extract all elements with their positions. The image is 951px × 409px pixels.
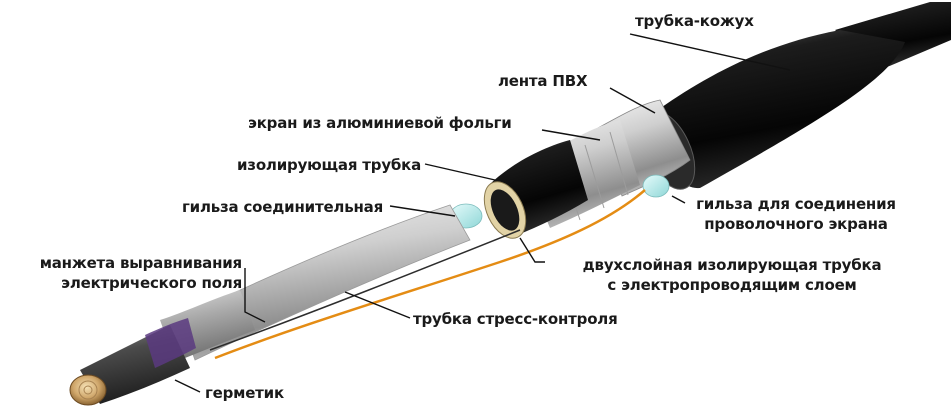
label-stress-cuff-line1: манжета выравнивания	[39, 254, 242, 272]
label-stress-control-tube: трубка стресс-контроля	[413, 310, 618, 328]
label-pvc-tape: лента ПВХ	[498, 72, 588, 90]
label-connecting-sleeve: гильза соединительная	[182, 198, 384, 216]
wire-screen-connector	[642, 174, 670, 198]
sealant	[145, 318, 196, 368]
stress-control-edge	[209, 229, 521, 351]
label-wire-screen-sleeve-line2: проволочного экрана	[704, 215, 888, 233]
label-double-layer-tube-line1: двухслойная изолирующая трубка	[582, 256, 882, 274]
label-wire-screen-sleeve-line1: гильза для соединения	[696, 195, 896, 213]
copper-conductor	[69, 374, 107, 406]
label-insulating-tube: изолирующая трубка	[237, 156, 422, 174]
outer-sleeve	[654, 30, 905, 189]
label-foil-screen: экран из алюминиевой фольги	[248, 114, 512, 132]
cable-body	[179, 204, 471, 361]
label-sealant: герметик	[205, 384, 284, 402]
label-wire-screen-sleeve: гильза для соединения проволочного экран…	[674, 195, 918, 233]
label-stress-cuff: манжета выравнивания электрического поля	[0, 254, 242, 292]
label-double-layer-tube: двухслойная изолирующая трубка с электро…	[548, 256, 916, 294]
screen-wire	[214, 189, 646, 360]
label-stress-cuff-line2: электрического поля	[61, 274, 242, 292]
label-tubing-sleeve: трубка-кожух	[635, 12, 754, 30]
leader-lines	[174, 33, 791, 393]
label-double-layer-tube-line2: с электропроводящим слоем	[607, 276, 857, 294]
